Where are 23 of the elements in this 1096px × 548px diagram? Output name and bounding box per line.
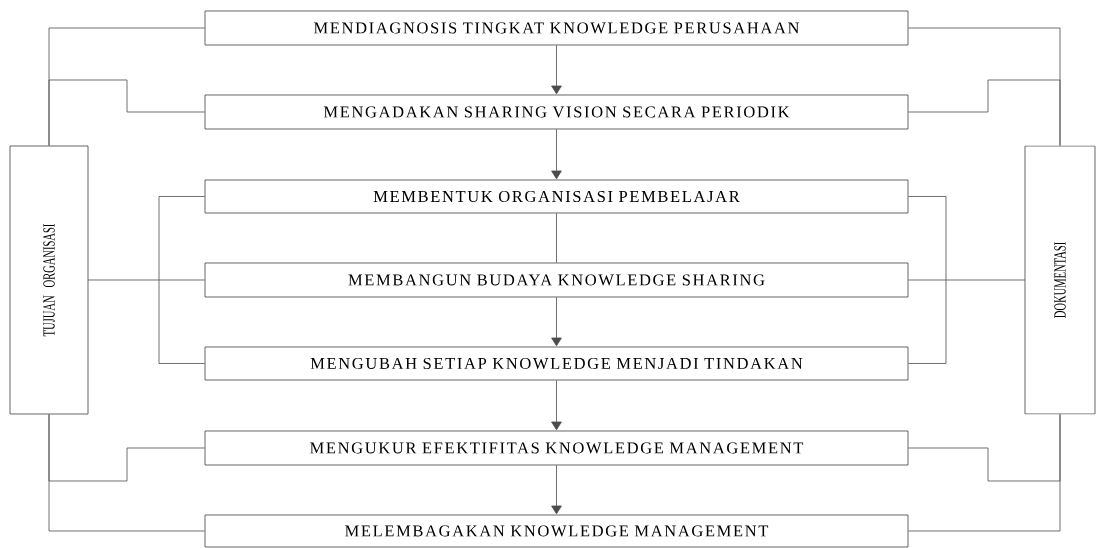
connector xyxy=(551,45,562,95)
connector xyxy=(551,380,562,431)
connector xyxy=(87,279,205,281)
connector xyxy=(158,196,205,364)
process-box: MENGUBAH SETIAP KNOWLEDGE MENJADI TINDAKAN xyxy=(204,346,909,381)
connector xyxy=(908,196,947,364)
process-box: MENGADAKAN SHARING VISION SECARA PERIODIK xyxy=(204,94,909,130)
connector xyxy=(48,79,205,146)
connector xyxy=(551,465,562,515)
process-box: MELEMBAGAKAN KNOWLEDGE MANAGEMENT xyxy=(204,514,909,548)
connector xyxy=(908,279,1026,281)
connector xyxy=(556,213,557,263)
side-box: TUJUAN ORGANISASI xyxy=(9,145,89,415)
connector xyxy=(551,297,562,347)
connector xyxy=(551,129,562,180)
connector xyxy=(48,414,205,532)
process-box: MENDIAGNOSIS TINGKAT KNOWLEDGE PERUSAHAAN xyxy=(204,10,909,46)
process-box: MENGUKUR EFEKTIFITAS KNOWLEDGE MANAGEMENT xyxy=(204,430,909,466)
connector xyxy=(908,79,1061,146)
process-box: MEMBANGUN BUDAYA KNOWLEDGE SHARING xyxy=(204,262,909,298)
side-box: DOKUMENTASI xyxy=(1024,145,1096,415)
connector xyxy=(908,414,1061,532)
process-box: MEMBENTUK ORGANISASI PEMBELAJAR xyxy=(204,179,909,214)
